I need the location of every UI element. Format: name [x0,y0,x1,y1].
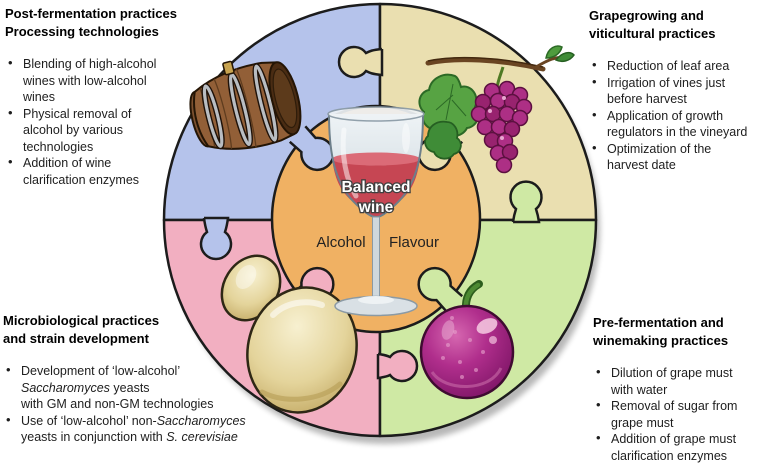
label-balanced: Balanced [342,179,411,196]
wine-glass-icon [327,106,425,317]
puzzle-tab-left [199,216,233,261]
puzzle-tab-bottom [376,349,419,383]
label-alcohol: Alcohol [316,234,365,251]
grape-cluster-icon [418,45,575,174]
label-flavour: Flavour [389,234,439,251]
label-wine: wine [358,199,394,216]
bullet-list: Reduction of leaf areaIrrigation of vine… [589,57,765,174]
puzzle-tab-top [337,45,384,79]
bullet-item: Use of ‘low-alcohol’ non-Saccharomycesye… [3,412,283,446]
grape-berry-icon [419,280,515,400]
wine-barrel-icon [189,60,302,150]
center-socket-nw [288,125,335,172]
bullet-list: Development of ‘low-alcohol’Saccharomyce… [3,362,283,446]
center-socket-se [417,266,464,313]
bullet-item: Reduction of leaf area [589,57,765,75]
puzzle-tab-right [509,180,543,224]
bullet-item: Development of ‘low-alcohol’Saccharomyce… [3,362,283,413]
